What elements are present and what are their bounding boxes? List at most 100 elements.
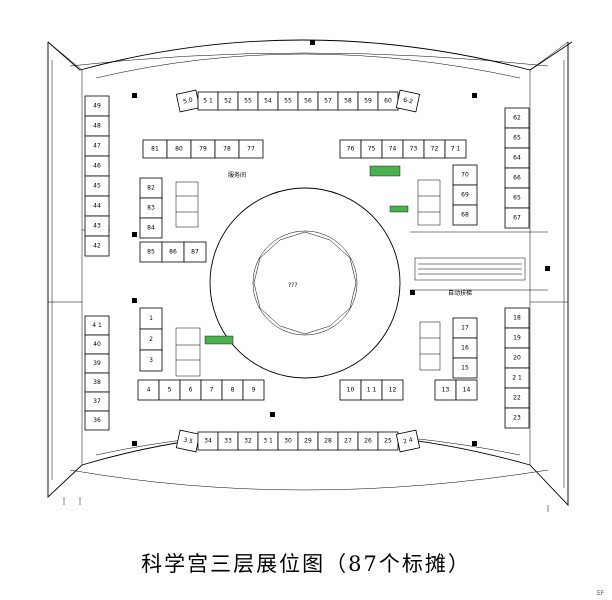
booth-left-wall-upper-5: 44: [84, 195, 110, 217]
booth-bottom-left-block-2: 6: [179, 379, 202, 401]
center-label: ???: [288, 282, 298, 289]
booth-number: 33: [224, 438, 232, 445]
booth-number: 59: [364, 98, 372, 105]
booth-number: 1: [149, 315, 153, 322]
building-outline: [47, 39, 573, 512]
booth-number: 2 4: [403, 437, 414, 446]
booth-left-upper-block-3: 85: [139, 241, 163, 263]
booth-right-wall-upper-5: 67: [504, 207, 530, 229]
escalator-label: 自动扶梯: [448, 289, 472, 297]
booth-left-wall-lower-3: 38: [84, 372, 110, 393]
booth-number: 57: [324, 98, 332, 105]
central-atrium: ???: [209, 187, 401, 379]
booth-left-wall-upper-7: 42: [84, 235, 110, 257]
booth-number: 54: [264, 98, 272, 105]
booth-number: 55: [244, 98, 252, 105]
booth-left-lower-column-1: 2: [139, 328, 163, 351]
booth-number: 38: [93, 379, 101, 386]
booth-right-wall-lower-2: 20: [504, 347, 530, 369]
booth-number: 82: [147, 185, 155, 192]
booth-number: 6: [189, 387, 193, 394]
booth-right-lower-column-1: 16: [452, 337, 478, 359]
booth-number: 74: [389, 146, 397, 153]
booth-bottom-left-block-4: 8: [221, 379, 244, 401]
booth-right-wall-upper-1: 65: [504, 127, 530, 149]
booth-top-row-7: 57: [317, 91, 339, 111]
booth-number: 26: [364, 438, 372, 445]
booth-bottom-row-11: 2 4: [395, 429, 421, 453]
booth-right-lower-column-0: 17: [452, 317, 478, 339]
booth-number: 32: [244, 438, 252, 445]
booth-number: 7 1: [451, 146, 461, 153]
booth-number: 87: [191, 249, 199, 256]
booth-left-wall-lower-4: 37: [84, 391, 110, 412]
booth-right-wall-lower-0: 18: [504, 307, 530, 329]
booth-bottom-right-block-0: 10: [339, 379, 362, 401]
booth-bottom-left-block-5: 9: [242, 379, 265, 401]
booth-number: 44: [93, 203, 101, 210]
booth-bottom-right-block-3: 13: [434, 379, 457, 401]
floor-plan-title: 科学宫三层展位图（87个标摊）: [141, 552, 471, 576]
booth-number: 23: [513, 415, 521, 422]
booth-bottom-row-8: 27: [337, 431, 359, 451]
booth-left-wall-upper-0: 49: [84, 95, 110, 117]
booth-top-left-block-1: 80: [166, 139, 192, 159]
booth-box: [242, 379, 265, 401]
booth-right-upper-column-0: 70: [452, 164, 478, 186]
booth-right-wall-lower-1: 19: [504, 327, 530, 349]
booth-number: 39: [93, 360, 101, 367]
booth-bottom-row-3: 32: [237, 431, 259, 451]
booth-top-right-block-4: 72: [423, 139, 446, 159]
booth-number: 55: [284, 98, 292, 105]
booth-bottom-right-block-1: 1 1: [360, 379, 383, 401]
booth-number: 2 1: [512, 375, 522, 382]
booth-top-right-block-1: 75: [360, 139, 383, 159]
booth-box: [381, 379, 404, 401]
booth-number: 25: [384, 438, 392, 445]
booth-number: 85: [147, 249, 155, 256]
booth-number: 1 1: [367, 387, 377, 394]
booth-box: [395, 429, 421, 453]
booth-left-wall-lower-2: 39: [84, 353, 110, 374]
booth-box: [455, 379, 478, 401]
booth-number: 60: [384, 98, 392, 105]
booth-number: 12: [389, 387, 397, 394]
booth-box: [452, 204, 478, 226]
booth-right-wall-lower-3: 2 1: [504, 367, 530, 389]
booth-right-wall-lower-4: 22: [504, 387, 530, 409]
booth-right-wall-upper-0: 62: [504, 107, 530, 129]
booth-number: 16: [461, 345, 469, 352]
booth-number: 20: [513, 355, 521, 362]
booth-number: 13: [442, 387, 450, 394]
booth-number: 40: [93, 341, 101, 348]
booth-bottom-row-1: 34: [197, 431, 219, 451]
booth-right-wall-upper-3: 66: [504, 167, 530, 189]
booth-top-left-block-3: 78: [214, 139, 240, 159]
booth-number: 37: [93, 398, 101, 405]
booth-number: 36: [93, 417, 101, 424]
booth-number: 65: [513, 195, 521, 202]
booth-bottom-row-2: 33: [217, 431, 239, 451]
booth-number: 80: [175, 146, 183, 153]
booth-left-wall-lower-5: 36: [84, 410, 110, 431]
booth-left-wall-upper-3: 46: [84, 155, 110, 177]
booth-top-row-4: 54: [257, 91, 279, 111]
booth-number: 64: [513, 155, 521, 162]
booth-top-right-block-3: 73: [402, 139, 425, 159]
booth-right-upper-column-2: 68: [452, 204, 478, 226]
booth-number: 81: [151, 146, 159, 153]
booth-right-wall-lower-5: 23: [504, 407, 530, 429]
booth-number: 43: [93, 223, 101, 230]
booth-number: 3 5: [183, 437, 194, 446]
booth-box: [238, 139, 264, 159]
booth-box: [395, 89, 421, 113]
booth-number: 83: [147, 205, 155, 212]
booth-box: [139, 217, 163, 239]
booth-number: 68: [461, 212, 469, 219]
booth-number: 10: [347, 387, 355, 394]
booth-bottom-left-block-1: 5: [158, 379, 181, 401]
booth-number: 4: [147, 387, 151, 394]
booth-top-row-6: 56: [297, 91, 319, 111]
booth-box: [452, 357, 478, 379]
booth-number: 73: [410, 146, 418, 153]
